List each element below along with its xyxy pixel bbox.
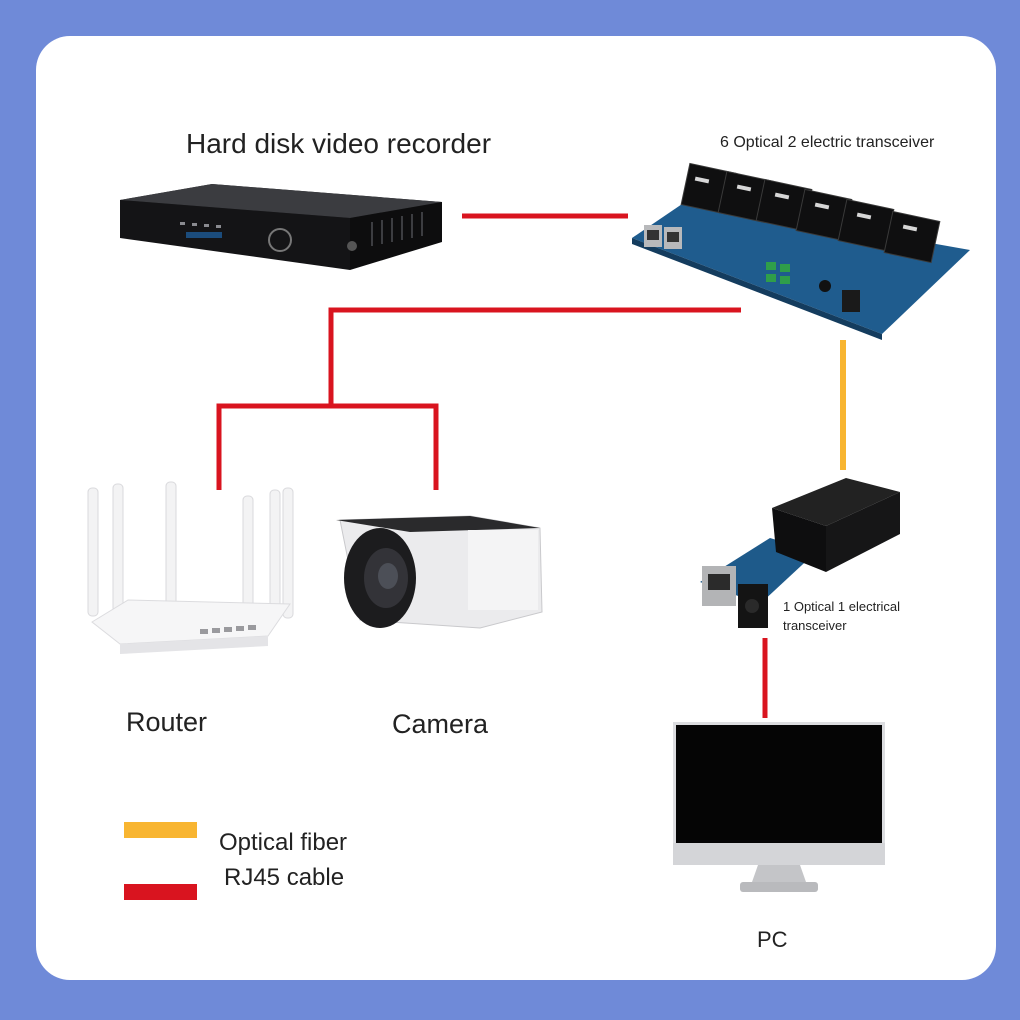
label-1-optical-1-electrical: 1 Optical 1 electrical transceiver (783, 599, 901, 633)
media-converter-icon (700, 478, 900, 628)
legend-swatch-fiber (124, 822, 197, 838)
link-branch (216, 403, 439, 490)
dvr-icon (120, 184, 442, 270)
legend-label-rj45: RJ45 cable (224, 864, 345, 891)
label-router: Router (126, 707, 208, 737)
legend-swatch-rj45 (124, 884, 197, 900)
label-6-optical-2-electric: 6 Optical 2 electric transceiver (720, 134, 935, 151)
label-camera: Camera (392, 709, 489, 739)
legend-label-fiber: Optical fiber (219, 829, 348, 856)
router-icon (87, 481, 294, 654)
rj45-links (216, 213, 768, 718)
monitor-icon (673, 722, 885, 892)
link-switch-to-router-camera (328, 307, 741, 406)
bullet-camera-icon (336, 515, 543, 629)
label-pc: PC (757, 927, 788, 952)
fiber-switch-board-icon (632, 162, 970, 340)
label-hdvr: Hard disk video recorder (186, 128, 492, 159)
